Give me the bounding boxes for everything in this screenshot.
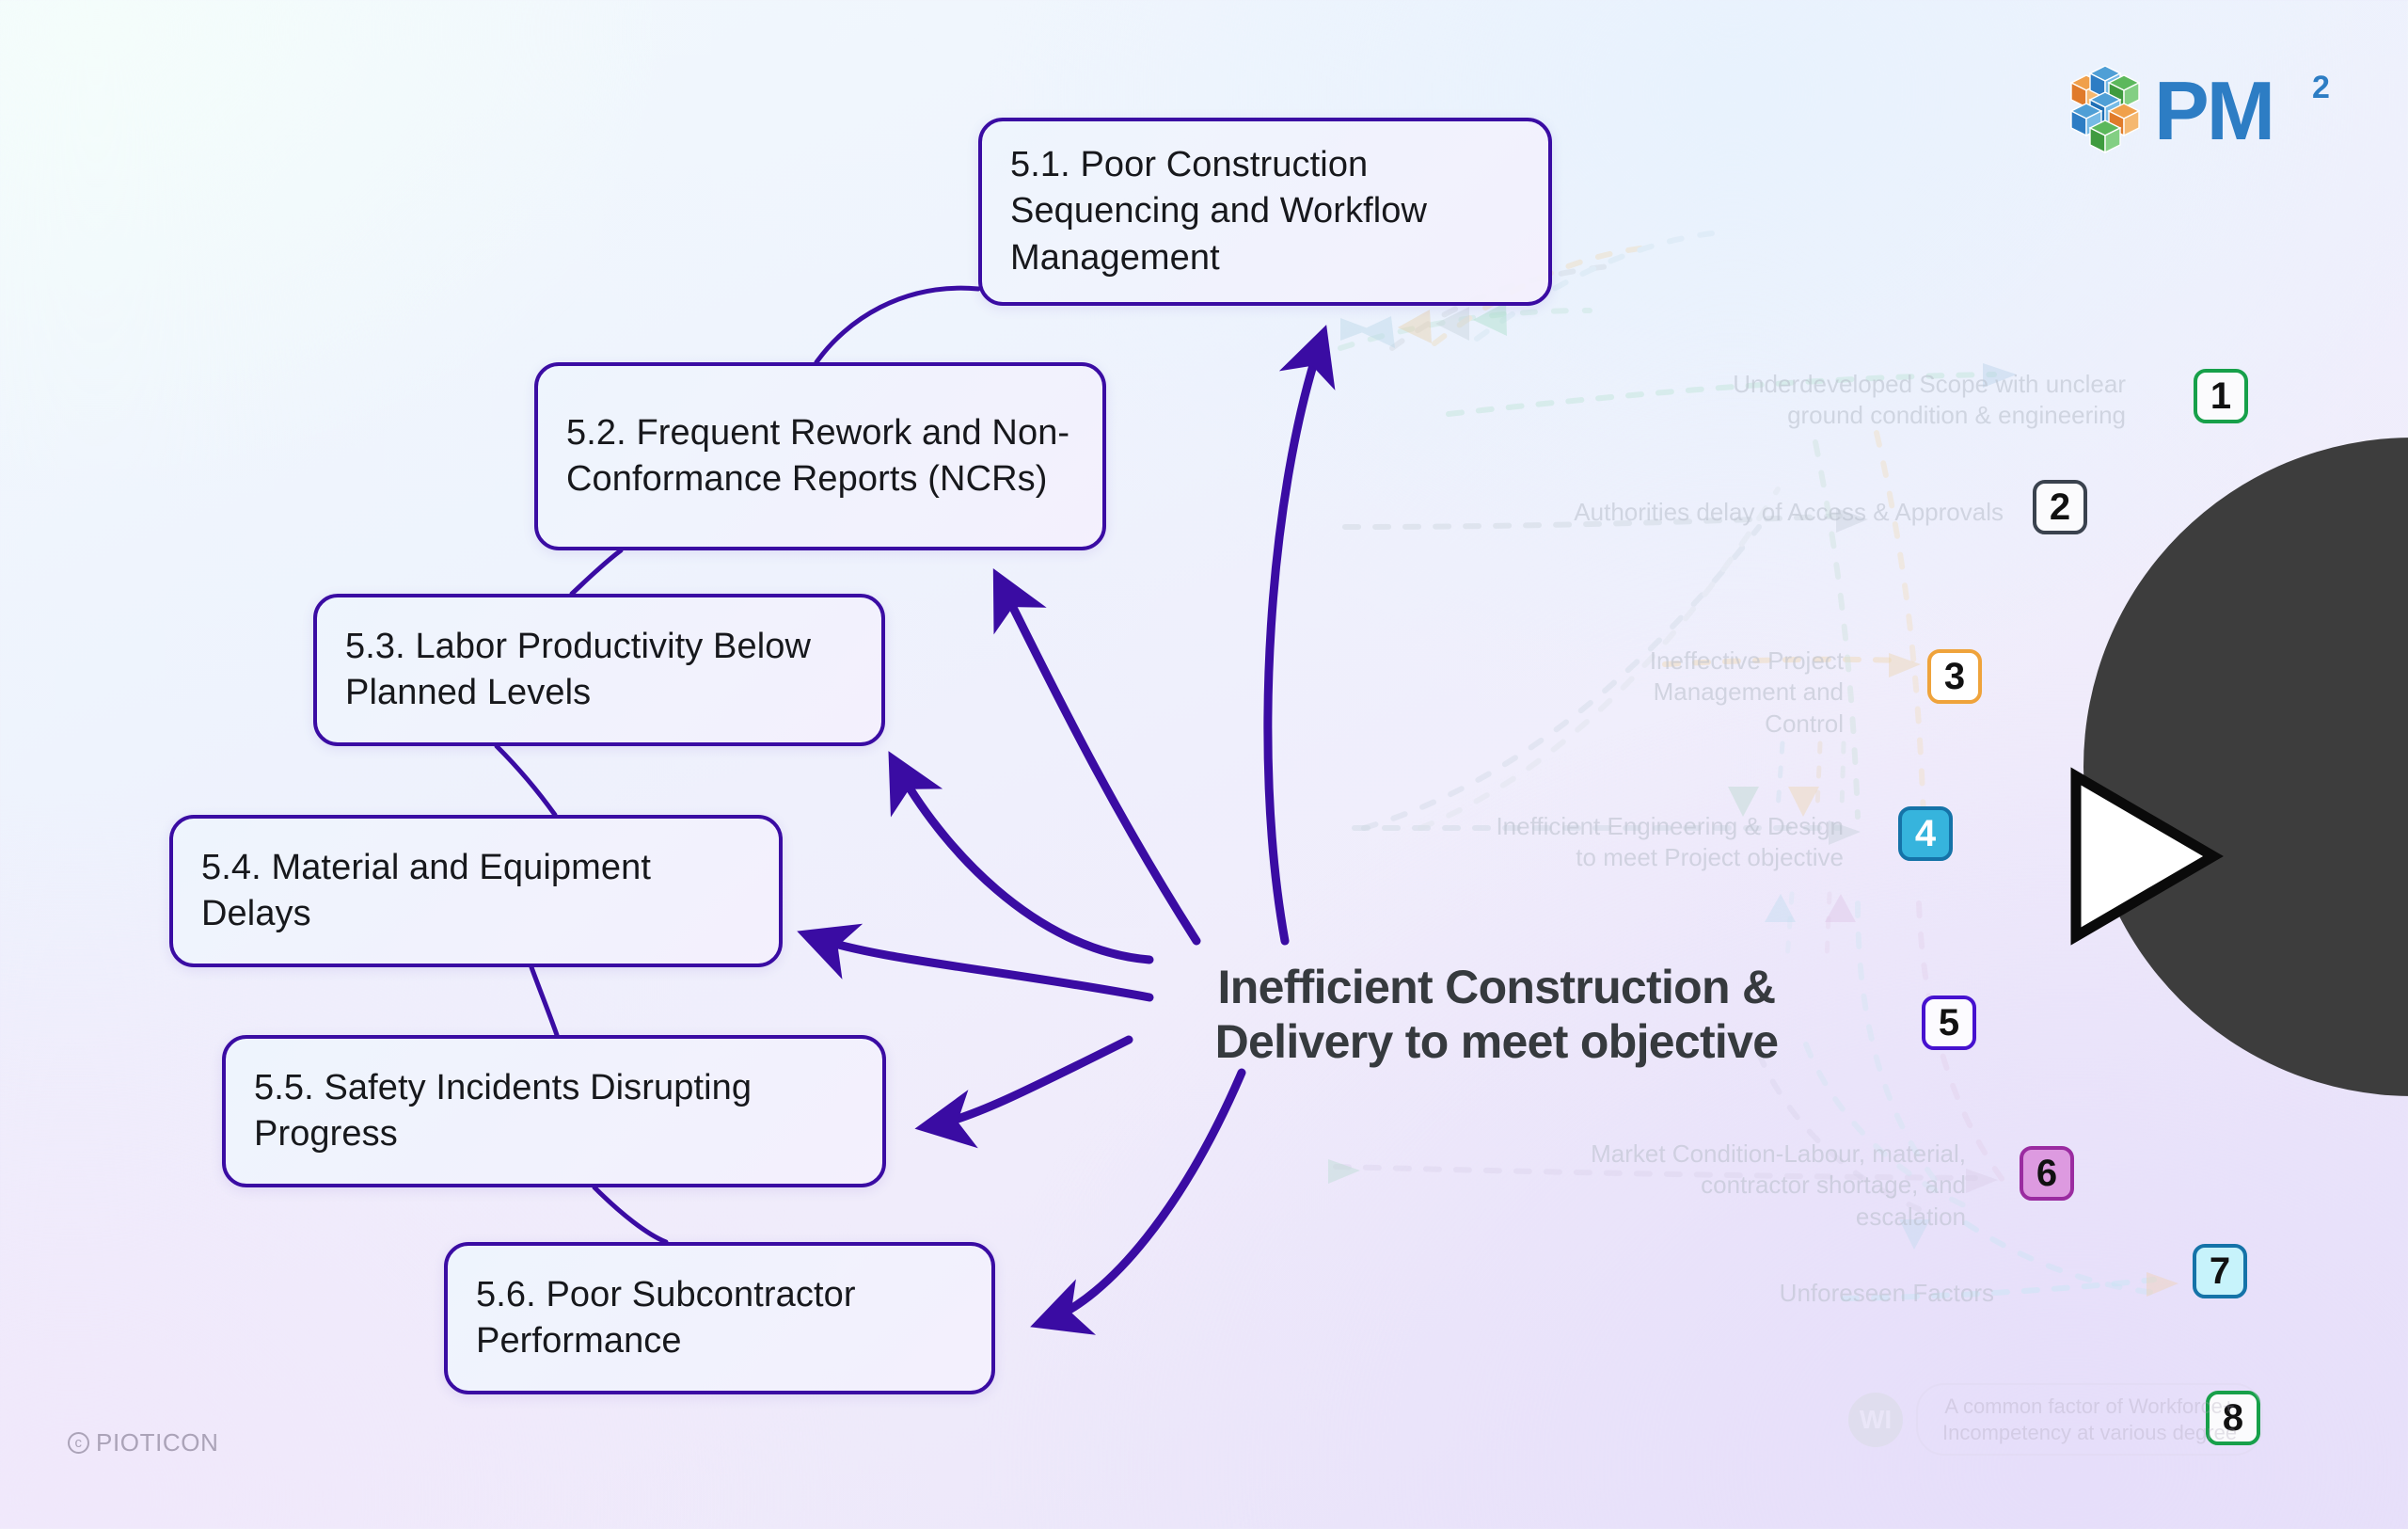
badge-1[interactable]: 1 bbox=[2194, 369, 2248, 423]
badge-7[interactable]: 7 bbox=[2193, 1244, 2247, 1298]
cause-box-5-3[interactable]: 5.3. Labor Productivity Below Planned Le… bbox=[313, 594, 885, 746]
badge-5[interactable]: 5 bbox=[1922, 995, 1976, 1050]
central-title-line-2: Delivery to meet objective bbox=[1214, 1015, 1779, 1068]
cube-icon bbox=[2069, 65, 2141, 154]
badge-number: 4 bbox=[1914, 812, 1937, 854]
avatar: WI bbox=[1848, 1392, 1903, 1447]
pm-squared-logo: PM 2 bbox=[2060, 56, 2342, 179]
logo-superscript: 2 bbox=[2312, 70, 2330, 105]
badge-number: 3 bbox=[1943, 655, 1966, 697]
cause-box-label: 5.6. Poor Subcontractor Performance bbox=[476, 1274, 856, 1361]
central-node-title: Inefficient Construction & Delivery to m… bbox=[1125, 960, 1868, 1069]
ghost-label-1: Underdeveloped Scope with unclear ground… bbox=[1733, 370, 2126, 430]
outcome-label: Delay and Cost Overrun bbox=[2400, 770, 2408, 1016]
cause-box-5-6[interactable]: 5.6. Poor Subcontractor Performance bbox=[444, 1242, 995, 1394]
ghost-label-6: Unforeseen Factors bbox=[1779, 1279, 1994, 1307]
badge-number: 6 bbox=[2036, 1152, 2058, 1194]
cause-box-label: 5.4. Material and Equipment Delays bbox=[201, 847, 651, 933]
cause-box-5-4[interactable]: 5.4. Material and Equipment Delays bbox=[169, 815, 783, 967]
play-triangle-icon bbox=[2070, 767, 2224, 946]
ghost-label-3: Ineffective Project Management and Contr… bbox=[1649, 646, 1844, 738]
copyright-watermark: c PIOTICON bbox=[68, 1428, 218, 1457]
copyright-icon: c bbox=[68, 1432, 89, 1454]
central-title-line-1: Inefficient Construction & bbox=[1217, 961, 1777, 1013]
ghost-label-2: Authorities delay of Access & Approvals bbox=[1574, 498, 2004, 526]
logo-text: PM bbox=[2154, 64, 2275, 157]
cause-box-label: 5.1. Poor Construction Sequencing and Wo… bbox=[1010, 144, 1428, 278]
ghost-label-5: Market Condition-Labour, material, contr… bbox=[1591, 1139, 1966, 1231]
badge-number: 7 bbox=[2209, 1250, 2231, 1292]
badge-2[interactable]: 2 bbox=[2033, 480, 2087, 534]
badge-6[interactable]: 6 bbox=[2020, 1146, 2074, 1201]
cause-box-5-1[interactable]: 5.1. Poor Construction Sequencing and Wo… bbox=[978, 118, 1552, 306]
cause-box-label: 5.3. Labor Productivity Below Planned Le… bbox=[345, 626, 812, 712]
badge-number: 1 bbox=[2210, 374, 2232, 417]
cause-box-5-5[interactable]: 5.5. Safety Incidents Disrupting Progres… bbox=[222, 1035, 886, 1187]
badge-number: 2 bbox=[2049, 486, 2071, 528]
badge-4[interactable]: 4 bbox=[1898, 806, 1953, 861]
cause-box-label: 5.2. Frequent Rework and Non-Conformance… bbox=[566, 412, 1070, 499]
badge-number: 5 bbox=[1938, 1001, 1960, 1043]
watermark-text: PIOTICON bbox=[96, 1428, 219, 1457]
cause-box-label: 5.5. Safety Incidents Disrupting Progres… bbox=[254, 1067, 752, 1154]
wi-note-group: WI A common factor of Workforce+ Incompe… bbox=[1848, 1383, 2264, 1456]
wi-note-text: A common factor of Workforce+ Incompeten… bbox=[1916, 1383, 2264, 1456]
cause-box-5-2[interactable]: 5.2. Frequent Rework and Non-Conformance… bbox=[534, 362, 1106, 550]
badge-3[interactable]: 3 bbox=[1927, 649, 1982, 704]
ghost-label-4: Inefficient Engineering & Design to meet… bbox=[1496, 812, 1844, 872]
